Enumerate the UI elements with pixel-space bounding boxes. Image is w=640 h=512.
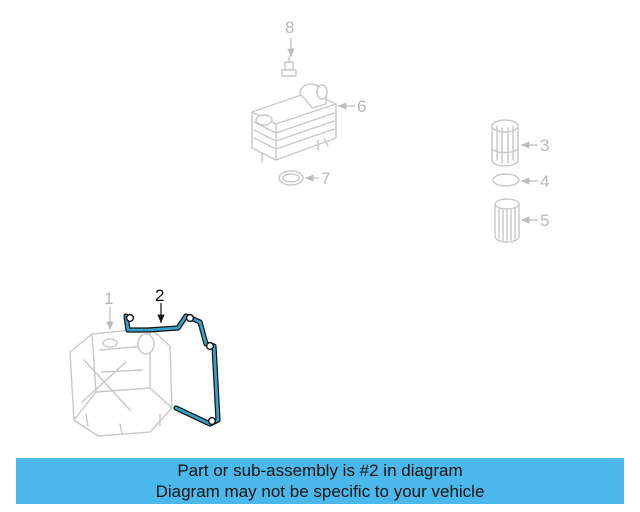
filter-element-part [494, 198, 520, 243]
callout-7: 7 [321, 169, 330, 188]
bolt-part [281, 56, 297, 77]
banner-line-1: Part or sub-assembly is #2 in diagram [177, 461, 463, 480]
callout-2: 2 [155, 286, 164, 305]
callout-3: 3 [540, 136, 549, 155]
filter-cap-part [491, 119, 519, 167]
callout-6: 6 [357, 97, 366, 116]
callout-4: 4 [540, 172, 549, 191]
valve-body-part [69, 327, 173, 437]
banner-line-2: Diagram may not be specific to your vehi… [155, 482, 485, 501]
o-ring-part [492, 173, 520, 187]
oil-cooler-part [251, 83, 337, 163]
seal-ring-part [278, 170, 304, 186]
info-banner: Part or sub-assembly is #2 in diagram Di… [16, 458, 624, 504]
gasket-part [123, 313, 221, 427]
callout-5: 5 [540, 211, 549, 230]
callout-1: 1 [104, 289, 113, 308]
callout-8: 8 [285, 18, 294, 37]
